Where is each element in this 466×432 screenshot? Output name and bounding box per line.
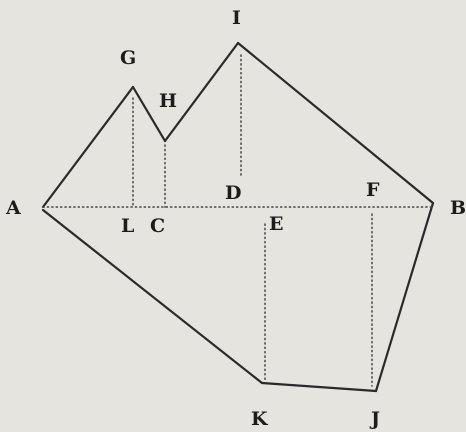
label-L: L (121, 215, 134, 237)
label-F: F (366, 179, 380, 201)
edge-HI (163, 41, 240, 143)
construction-lines (42, 54, 434, 387)
label-E: E (269, 213, 283, 235)
label-K: K (251, 408, 269, 430)
label-B: B (450, 197, 466, 219)
edge-GH (131, 85, 167, 143)
label-J: J (369, 408, 380, 430)
label-H: H (159, 90, 177, 112)
point-labels: A B C D E F G H I J K L (5, 7, 466, 430)
label-I: I (232, 7, 241, 29)
edge-JK (260, 381, 378, 393)
polygon-outline (41, 41, 435, 393)
label-G: G (120, 47, 136, 69)
edge-BJ (374, 201, 435, 393)
edge-AG (41, 85, 135, 209)
edge-IB (236, 41, 435, 205)
label-C: C (150, 215, 165, 237)
edge-KA (41, 208, 264, 385)
label-D: D (225, 182, 241, 204)
label-A: A (5, 197, 21, 219)
